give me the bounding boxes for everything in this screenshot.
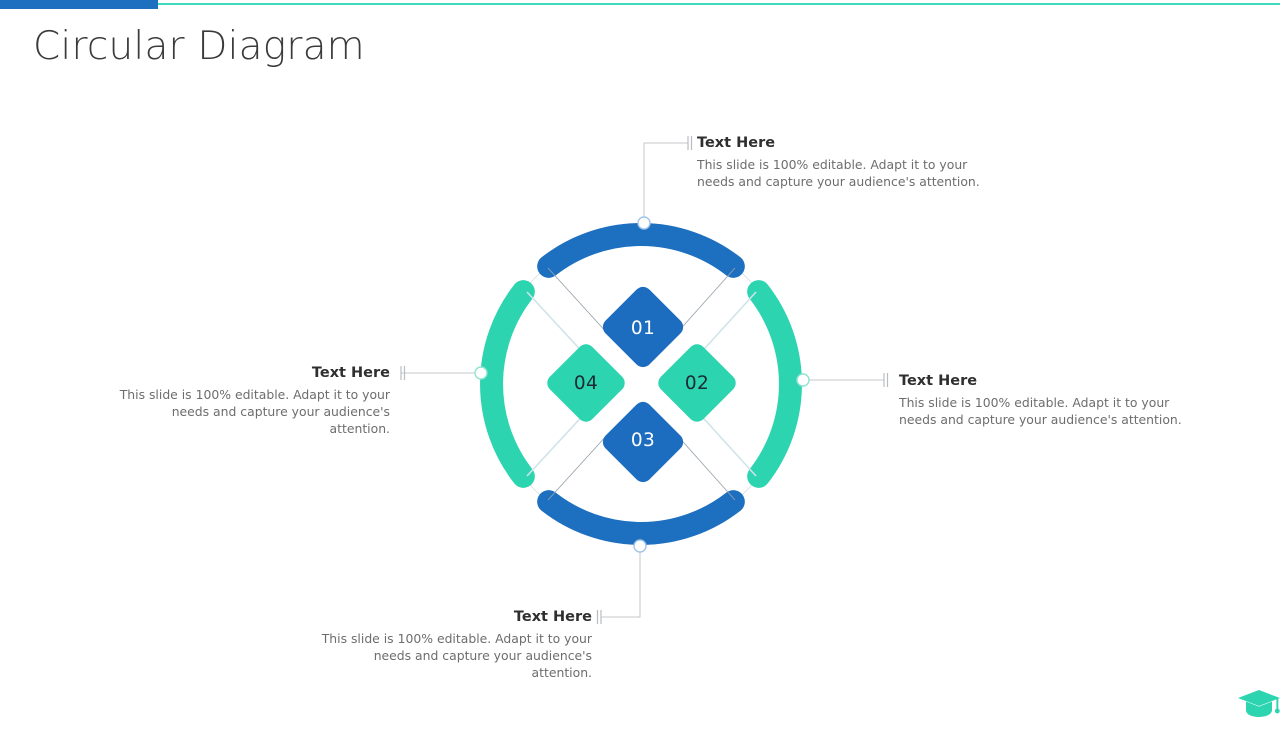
callout-top-body: This slide is 100% editable. Adapt it to… <box>697 157 980 189</box>
callout-bottom-title: Text Here <box>513 609 592 625</box>
topbar-blue-block <box>0 0 158 9</box>
callout-left-body: This slide is 100% editable. Adapt it to… <box>119 387 390 436</box>
graduation-cap-icon <box>1236 684 1280 724</box>
callout-right: Text Here This slide is 100% editable. A… <box>899 372 1189 429</box>
spoke-tr-light <box>695 291 757 359</box>
spoke-br-light <box>695 409 757 477</box>
callout-left-title: Text Here <box>311 365 390 381</box>
callout-right-title: Text Here <box>899 373 978 389</box>
diagram-guide-circle <box>490 233 792 535</box>
callout-right-body: This slide is 100% editable. Adapt it to… <box>899 395 1182 427</box>
spoke-tr-dark <box>675 267 736 335</box>
node-marker-02[interactable] <box>796 373 810 387</box>
arc-segment-04[interactable] <box>480 280 535 488</box>
arc-segment-02[interactable] <box>747 280 802 488</box>
connector-lines <box>401 142 884 618</box>
spoke-tl-dark <box>547 267 609 335</box>
spoke-bl-light <box>526 409 589 477</box>
node-marker-01[interactable] <box>637 216 651 230</box>
callout-left: Text Here This slide is 100% editable. A… <box>110 364 390 437</box>
connector-ticks <box>400 136 889 624</box>
arc-segment-03[interactable] <box>537 490 745 545</box>
topbar-teal-line <box>0 3 1280 5</box>
connector-line-bottom <box>601 546 641 618</box>
callout-top-title: Text Here <box>697 135 776 151</box>
connector-line-top <box>643 142 688 223</box>
node-markers <box>474 216 810 553</box>
diamond-label-04: 04 <box>573 373 599 394</box>
node-marker-04[interactable] <box>474 366 488 380</box>
node-marker-03[interactable] <box>633 539 647 553</box>
spoke-bl-dark <box>547 433 609 501</box>
spoke-br-dark <box>675 433 736 501</box>
callout-top: Text Here This slide is 100% editable. A… <box>697 134 987 191</box>
callout-bottom: Text Here This slide is 100% editable. A… <box>312 608 592 681</box>
diamond-label-01: 01 <box>630 318 656 339</box>
spoke-tl-light <box>526 291 589 359</box>
callout-bottom-body: This slide is 100% editable. Adapt it to… <box>321 631 592 680</box>
arc-group <box>480 223 802 545</box>
page-title: Circular Diagram <box>33 24 365 69</box>
diamond-label-02: 02 <box>684 373 710 394</box>
diamond-label-03: 03 <box>630 430 656 451</box>
arc-segment-01[interactable] <box>537 223 745 278</box>
